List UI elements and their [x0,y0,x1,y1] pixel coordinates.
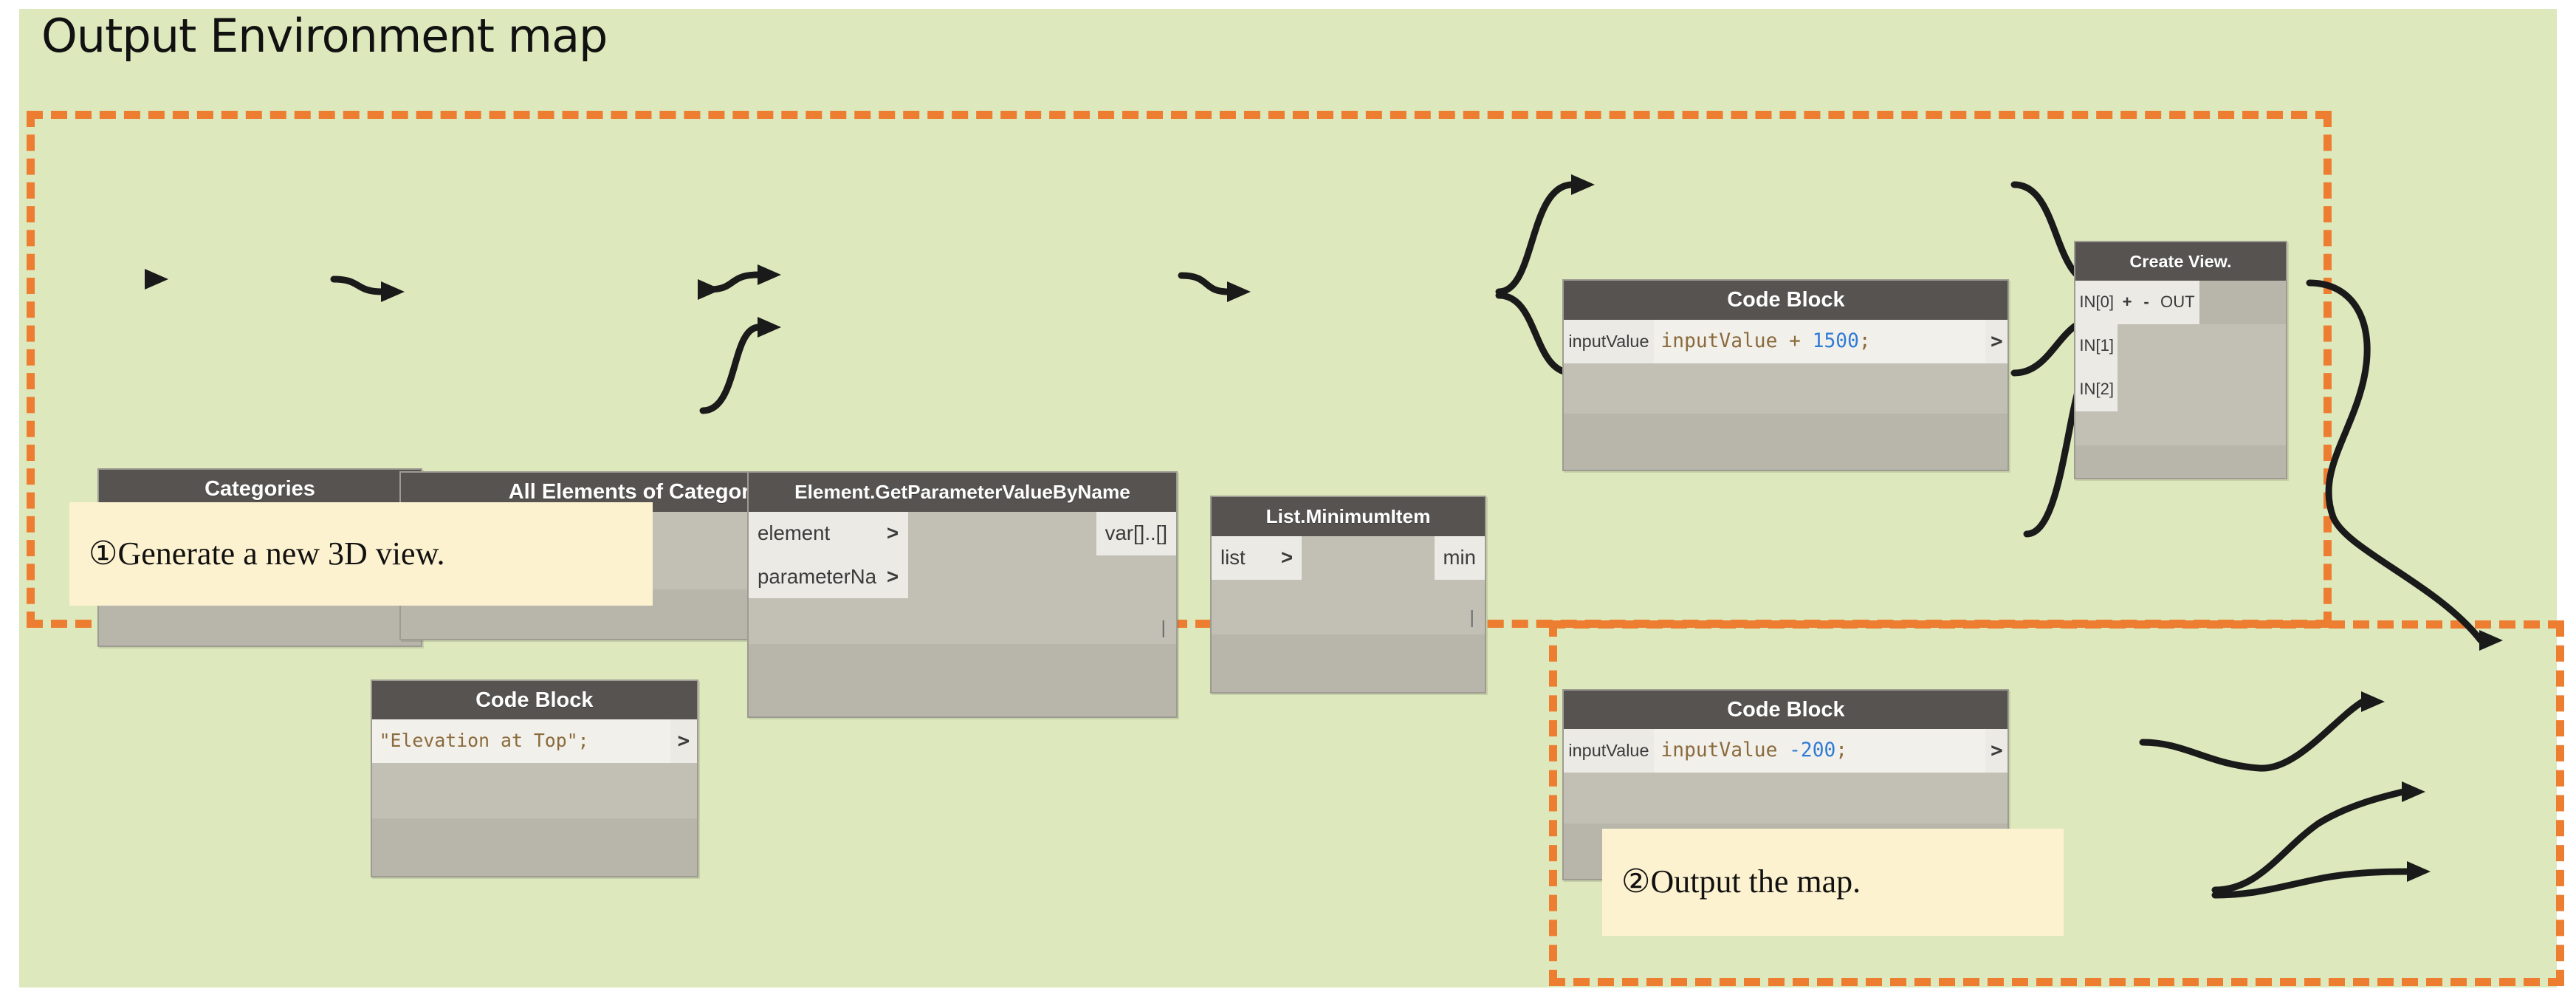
node-create-view[interactable]: Create View. IN[0] + - OUT IN[1] IN[2] [2074,240,2287,479]
code-block-elevation-output-port[interactable]: > [670,719,697,764]
parameter-name-chevron-icon: > [877,555,908,599]
element-get-parameter-input-element[interactable]: element [749,511,877,555]
node-title-code-block-plus-1500: Code Block [1564,281,2008,321]
note-generate-3d-view: ①Generate a new 3D view. [69,502,653,606]
element-get-parameter-input-parameter-name[interactable]: parameterName [749,555,904,599]
list-minimum-input-list[interactable]: list [1212,535,1272,580]
code-block-plus-1500-input-port[interactable]: inputValue [1564,320,1654,363]
code-block-minus-200-output-port[interactable]: > [1985,729,2008,773]
code-block-plus-1500-code[interactable]: inputValue + 1500; [1653,320,1986,363]
list-chevron-icon: > [1272,535,1302,580]
code-block-minus-200-code[interactable]: inputValue -200; [1653,729,1986,773]
create-view-remove-port-button[interactable]: - [2137,281,2157,325]
code-block-plus-1500-output-port[interactable]: > [1985,320,2008,363]
node-element-get-parameter-value-by-name[interactable]: Element.GetParameterValueByName element … [747,471,1178,719]
create-view-add-port-button[interactable]: + [2118,281,2137,325]
element-get-parameter-output[interactable]: var[]..[] [1096,511,1176,555]
create-view-input-in2[interactable]: IN[2] [2075,368,2118,411]
node-code-block-elevation[interactable]: Code Block "Elevation at Top"; > [370,679,698,877]
page-title: Output Environment map [41,9,608,63]
node-title-categories: Categories [99,469,421,509]
code-block-minus-200-input-port[interactable]: inputValue [1564,729,1654,773]
node-title-code-block-minus-200: Code Block [1564,690,2008,730]
group-output-map [1549,620,2564,986]
node-title-create-view: Create View. [2075,242,2286,281]
create-view-input-in0[interactable]: IN[0] [2075,281,2118,325]
create-view-input-in1[interactable]: IN[1] [2075,324,2118,369]
element-chevron-icon: > [877,511,908,555]
node-code-block-plus-1500[interactable]: Code Block inputValue inputValue + 1500;… [1562,279,2010,471]
create-view-output-out[interactable]: OUT [2156,281,2199,325]
node-title-element-get-parameter: Element.GetParameterValueByName [749,473,1176,512]
list-minimum-output-min[interactable]: min [1434,535,1485,580]
node-title-list-minimum-item: List.MinimumItem [1212,497,1485,536]
note-output-the-map: ②Output the map. [1602,829,2064,936]
code-block-elevation-code[interactable]: "Elevation at Top"; [371,719,670,764]
node-title-code-block-elevation: Code Block [371,680,697,720]
node-list-minimum-item[interactable]: List.MinimumItem list > min | [1210,496,1486,694]
